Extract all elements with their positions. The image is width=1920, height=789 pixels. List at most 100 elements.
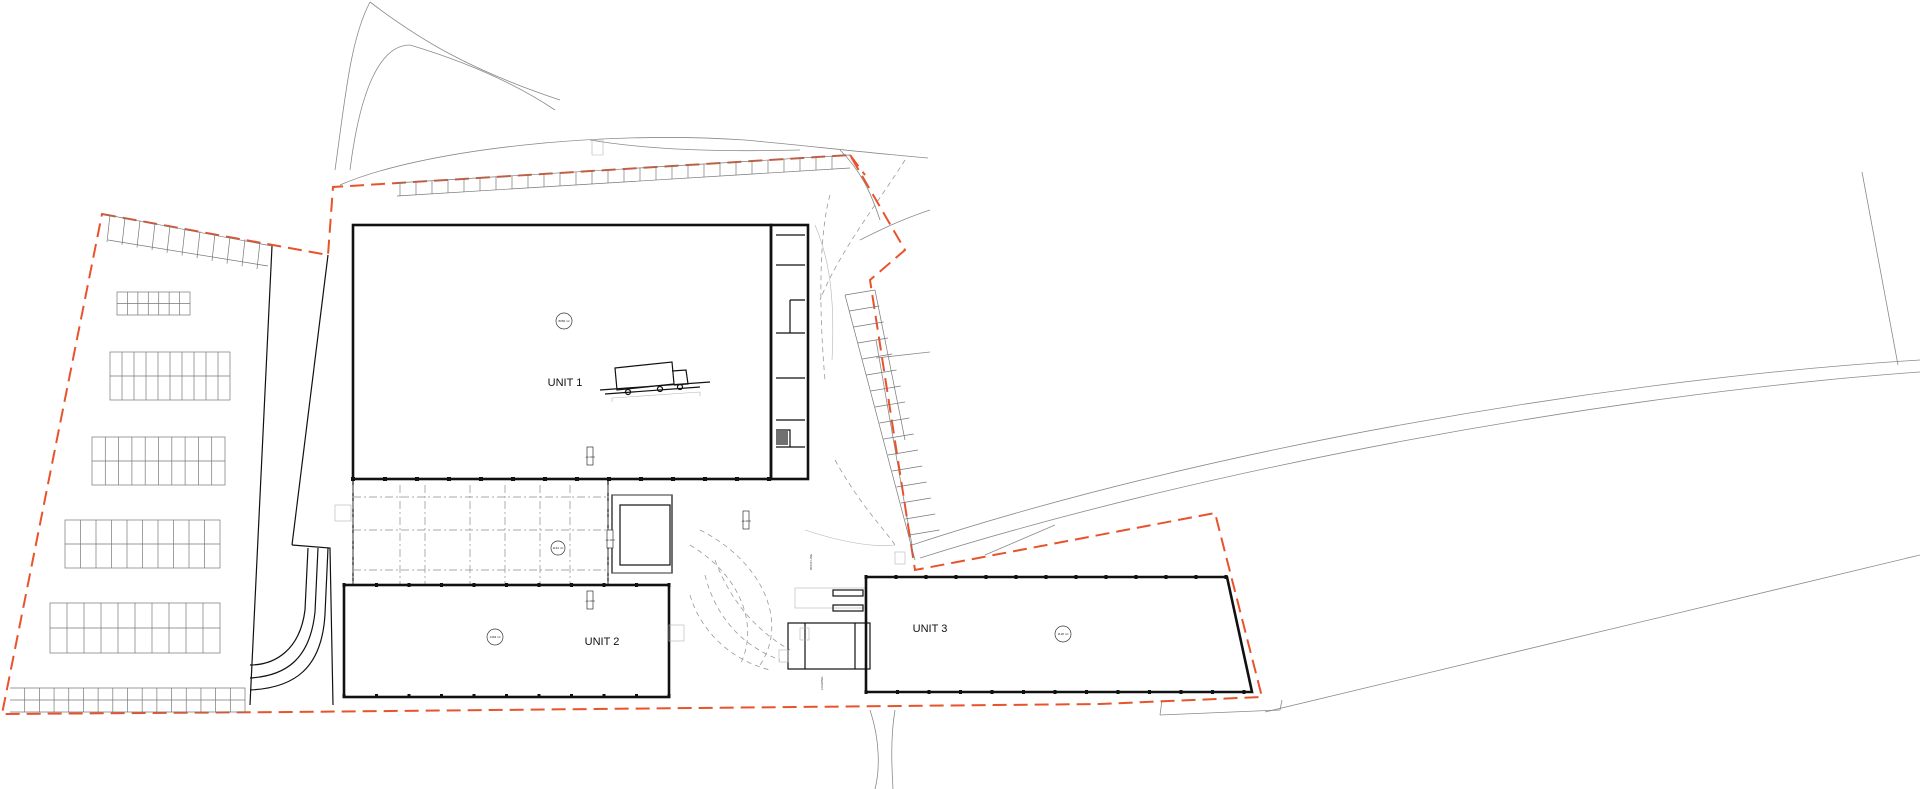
column-mark: [607, 477, 611, 481]
column-mark: [407, 583, 411, 587]
column-mark: [570, 694, 573, 698]
column-mark: [990, 690, 994, 694]
unit-1-level: +1.000: [585, 455, 595, 459]
column-mark: [667, 694, 671, 698]
yard-level: +1.000: [605, 538, 615, 542]
unit-1-label: UNIT 1: [548, 377, 583, 389]
column-mark: [1224, 575, 1228, 579]
unit-3-area-label: 1126 m²: [1058, 632, 1069, 636]
column-mark: [1211, 690, 1214, 694]
column-mark: [635, 583, 638, 587]
parking-bay-line: [241, 239, 246, 267]
east-level: +1.000: [741, 519, 751, 523]
column-mark: [511, 477, 515, 481]
column-mark: [342, 694, 346, 698]
parking-bay-line: [136, 220, 141, 248]
truck-symbol: [599, 361, 711, 402]
column-mark: [375, 583, 378, 587]
column-mark: [415, 477, 419, 481]
swept-path: [689, 529, 791, 671]
roof-line-label: ROOF LINE: [809, 554, 813, 570]
column-mark: [351, 477, 355, 481]
column-marks: [342, 477, 1246, 698]
column-mark: [447, 477, 451, 481]
site-boundary-notch: [849, 154, 866, 176]
parking-bay-line: [196, 231, 201, 259]
unit-1-building: 8066 m² UNIT 1 +1.000: [351, 223, 810, 481]
column-mark: [635, 694, 638, 698]
column-mark: [1022, 690, 1025, 694]
column-mark: [1044, 575, 1048, 579]
column-mark: [924, 575, 928, 579]
column-mark: [537, 583, 541, 587]
column-mark: [479, 477, 483, 481]
parking-bay-line: [909, 529, 940, 536]
column-mark: [1104, 575, 1108, 579]
unit-3-label: UNIT 3: [913, 623, 948, 635]
parking-bay-line: [879, 417, 910, 424]
column-mark: [407, 694, 411, 698]
unit-3-building: 1126 m² UNIT 3: [864, 575, 1254, 694]
parking-bay-line: [844, 289, 876, 296]
parking-bay-line: [892, 465, 923, 472]
column-mark: [864, 690, 868, 694]
column-mark: [602, 694, 606, 698]
column-mark: [864, 575, 868, 579]
column-mark: [472, 583, 476, 587]
yard-area-label: 1161 m²: [553, 546, 564, 550]
column-mark: [1242, 690, 1246, 694]
column-mark: [575, 477, 579, 481]
column-mark: [667, 583, 671, 587]
unit-2-level: +1.000: [585, 599, 595, 603]
column-mark: [954, 575, 958, 579]
column-mark: [927, 690, 931, 694]
site-boundary: [0, 153, 1264, 716]
unit-2-building: 1463 m² UNIT 2 +1.000: [342, 583, 685, 699]
parking-bay-line: [853, 321, 884, 328]
unit-1-area-label: 8066 m²: [558, 319, 569, 323]
parking-bay-line: [862, 353, 893, 360]
service-yard: 1161 m² +1.000 +1.000: [334, 479, 751, 585]
column-mark: [375, 694, 378, 698]
parking-bay-line: [181, 228, 186, 256]
column-mark: [894, 575, 898, 579]
unit-2-area-label: 1463 m²: [489, 635, 500, 639]
parking-bay-line: [256, 241, 261, 270]
column-mark: [639, 477, 643, 481]
column-mark: [505, 583, 508, 587]
parking-bay-line: [905, 513, 936, 520]
parking-bay-line: [887, 449, 919, 456]
column-mark: [440, 694, 443, 698]
column-mark: [959, 690, 962, 694]
column-mark: [1014, 575, 1018, 579]
parking-bay-line: [211, 233, 216, 261]
column-mark: [602, 583, 606, 587]
parking-bay-line: [226, 236, 231, 264]
column-mark: [440, 583, 443, 587]
column-mark: [537, 694, 541, 698]
column-mark: [1074, 575, 1078, 579]
parking-bay-line: [166, 225, 171, 253]
column-mark: [342, 583, 346, 587]
column-mark: [543, 477, 547, 481]
column-mark: [472, 694, 476, 698]
parking-bay-line: [106, 214, 111, 243]
column-mark: [1116, 690, 1120, 694]
column-mark: [767, 477, 771, 481]
loading-label: LOADING: [820, 676, 824, 690]
west-car-park: [10, 213, 334, 713]
column-mark: [703, 477, 707, 481]
parking-bay-line: [883, 433, 914, 440]
parking-bay-line: [857, 337, 888, 344]
column-mark: [735, 477, 739, 481]
east-parking: [844, 289, 940, 561]
loading-area: ROOF LINE LOADING: [778, 551, 906, 690]
column-mark: [505, 694, 508, 698]
parking-bay-line: [875, 401, 906, 408]
column-mark: [1164, 575, 1168, 579]
column-mark: [671, 477, 675, 481]
column-mark: [1085, 690, 1088, 694]
column-mark: [570, 583, 573, 587]
column-mark: [984, 575, 988, 579]
